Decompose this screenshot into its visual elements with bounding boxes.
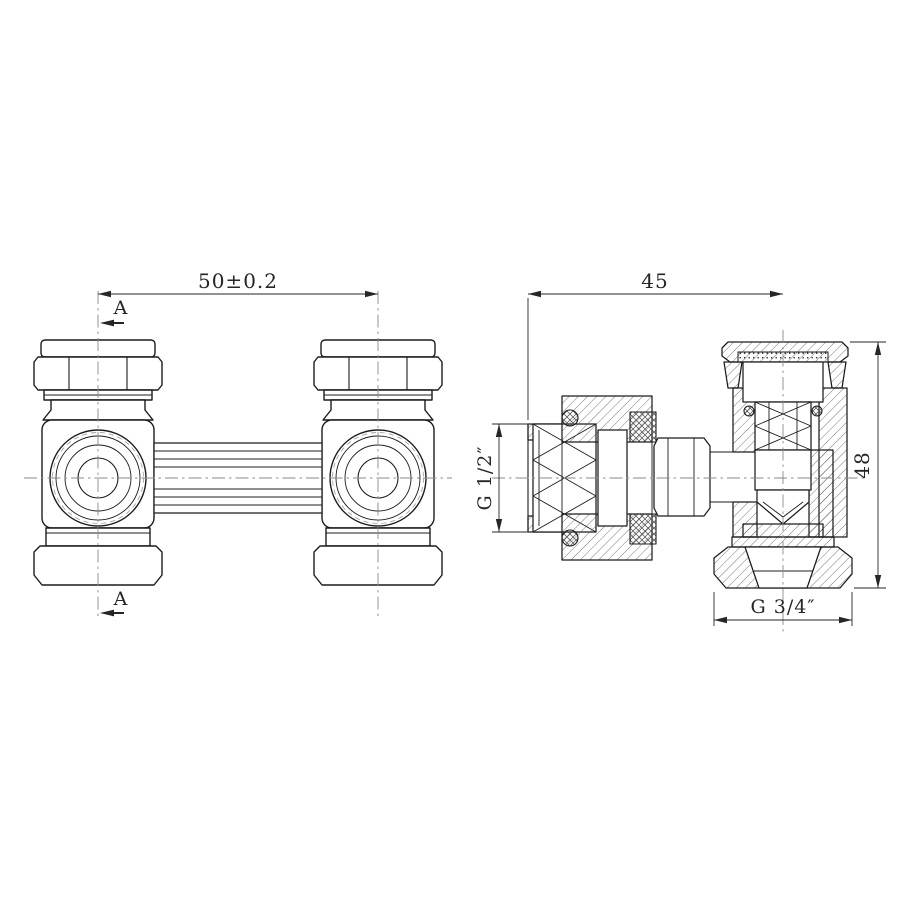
- fitting-o-ring-bottom-icon: [561, 529, 579, 547]
- dimension-48: 48: [850, 341, 886, 589]
- dimension-g34: G 3/4″: [713, 592, 853, 626]
- gland-seal-bottom: [629, 513, 657, 545]
- gland-seal-top: [629, 411, 657, 443]
- section-a-label-bottom: A: [113, 588, 129, 610]
- dim-50-label: 50±0.2: [198, 269, 278, 293]
- dimension-g12: G 1/2″: [474, 423, 533, 533]
- dimension-45: 45: [527, 269, 783, 420]
- front-view: 50±0.2 A A: [24, 269, 452, 618]
- section-marker-top: A: [100, 297, 129, 327]
- dim-45-label: 45: [641, 269, 668, 293]
- dim-48-label: 48: [850, 451, 874, 478]
- section-a-label-top: A: [113, 297, 129, 319]
- o-ring-left-icon: [743, 405, 755, 417]
- section-view: 45 48 G 1/2″ G 3/4″: [474, 269, 886, 632]
- thread-g34-label: G 3/4″: [751, 596, 816, 618]
- coupling: [653, 437, 711, 517]
- thread-g12-label: G 1/2″: [474, 446, 496, 511]
- section-marker-bottom: A: [100, 588, 129, 617]
- fitting-o-ring-top-icon: [561, 409, 579, 427]
- o-ring-right-icon: [811, 405, 823, 417]
- dimension-50: 50±0.2: [98, 269, 378, 298]
